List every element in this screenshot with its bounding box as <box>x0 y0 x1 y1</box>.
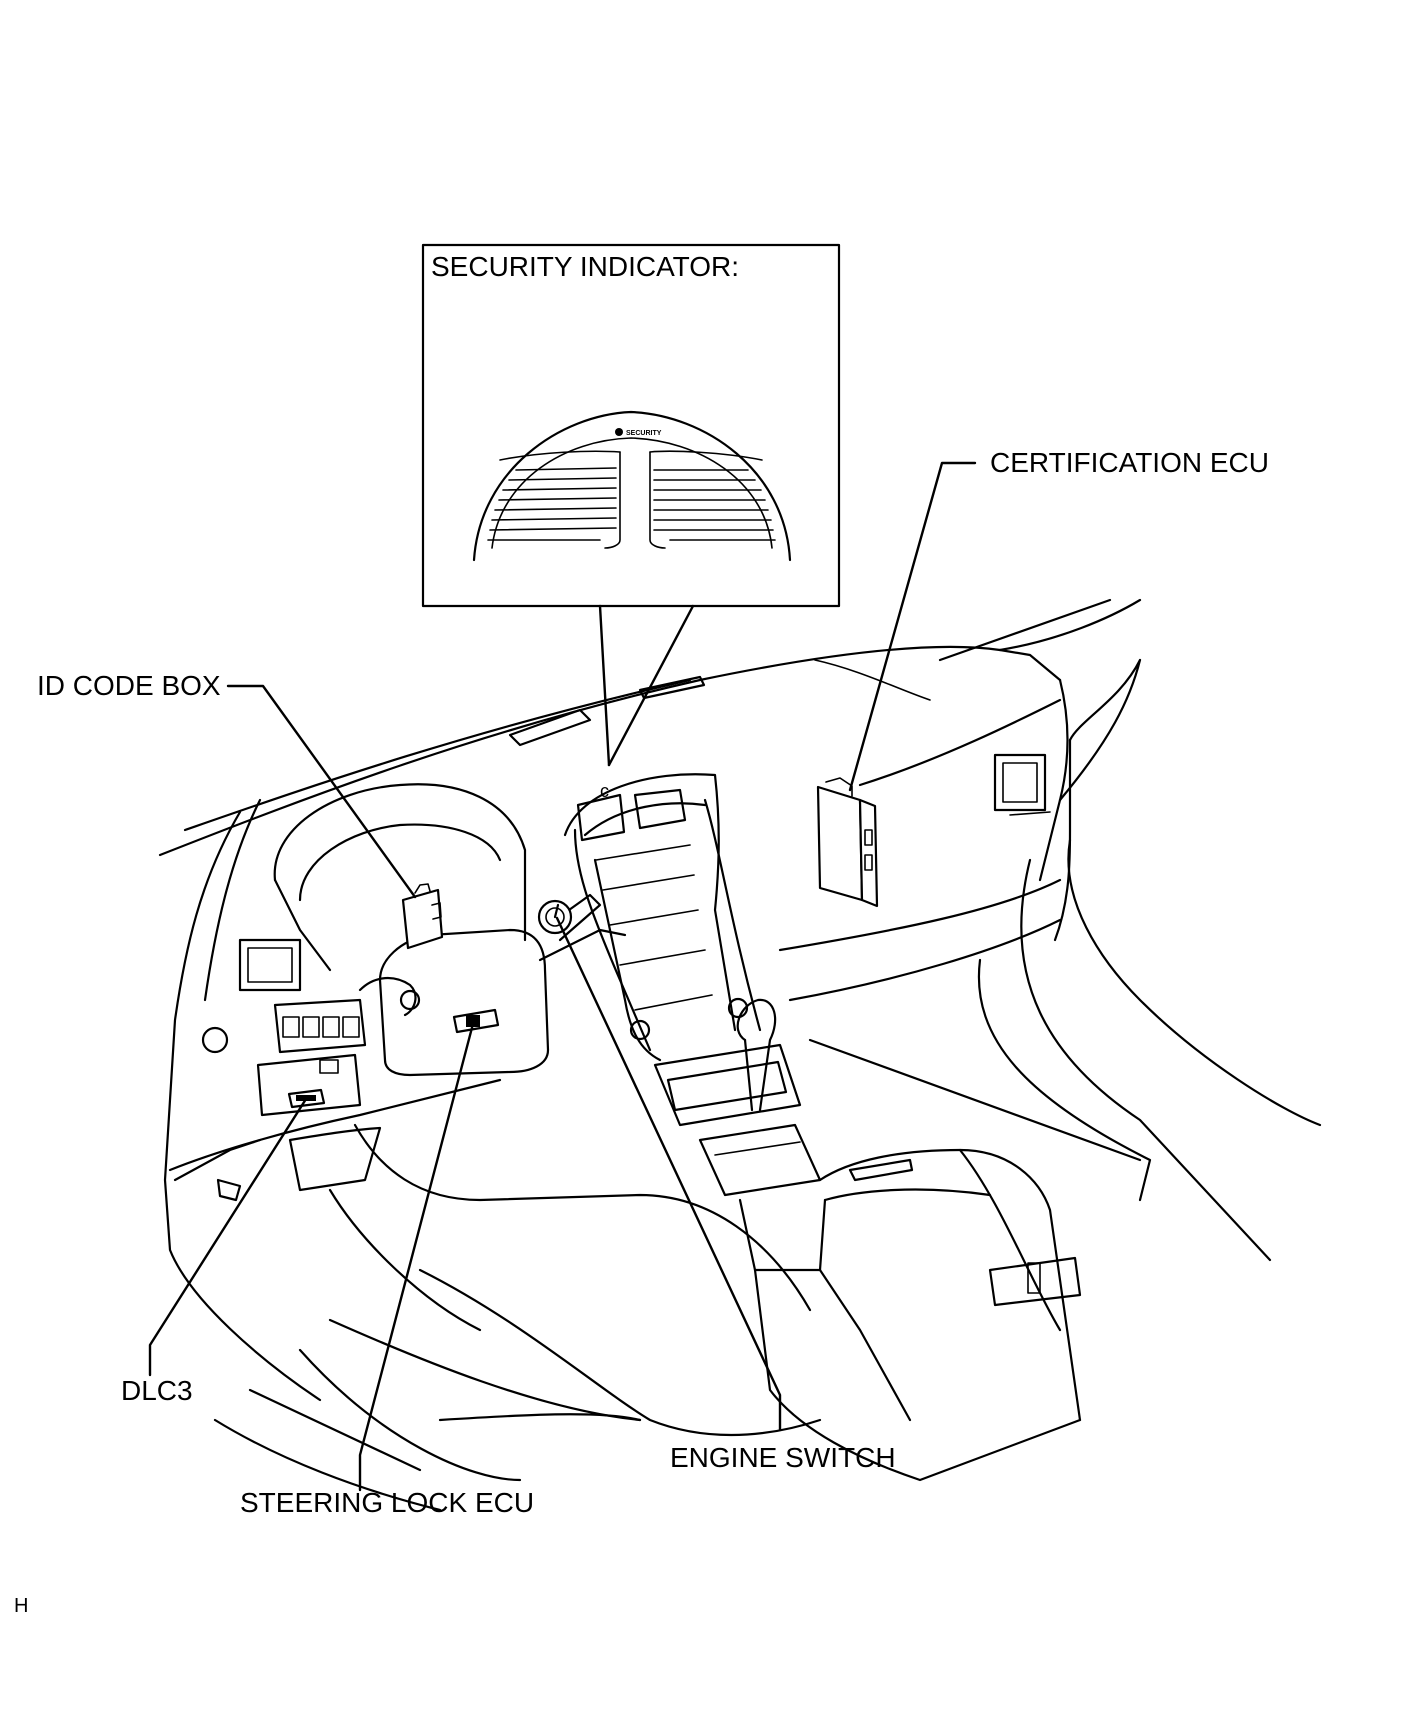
leader-certification-ecu <box>848 461 977 792</box>
leader-dlc3 <box>148 1097 308 1377</box>
inset-left-gauge <box>487 450 621 549</box>
leader-id-code-box <box>226 684 417 899</box>
security-panel-text: SECURITY <box>626 430 662 437</box>
id-code-box-label: ID CODE BOX <box>37 670 221 701</box>
certification-ecu-label: CERTIFICATION ECU <box>990 447 1269 478</box>
steering-lock-ecu-label: STEERING LOCK ECU <box>240 1487 534 1518</box>
security-light-icon <box>615 428 623 436</box>
inset-meter-hood <box>472 410 792 562</box>
security-light-marker: c <box>600 781 609 801</box>
security-indicator-label: SECURITY INDICATOR: <box>431 251 739 282</box>
leader-lines <box>148 461 977 1492</box>
inset-right-gauge <box>649 450 776 549</box>
corner-mark: H <box>14 1595 28 1617</box>
engine-switch-label: ENGINE SWITCH <box>670 1442 896 1473</box>
leader-steering-lock-ecu <box>358 1018 476 1492</box>
security-indicator-inset: SECURITY INDICATOR: SECURITY <box>421 243 841 608</box>
dashboard: c <box>158 598 1322 1512</box>
leader-engine-switch <box>555 916 782 1432</box>
certification-ecu-icon <box>816 777 879 908</box>
id-code-box-icon <box>401 883 444 950</box>
callout-labels: CERTIFICATION ECU ID CODE BOX DLC3 ENGIN… <box>14 447 1269 1617</box>
inset-frame <box>421 243 841 608</box>
steering-lock-ecu-icon <box>452 1008 500 1034</box>
inset-callout-pointer <box>598 604 695 767</box>
dlc3-label: DLC3 <box>121 1375 193 1406</box>
